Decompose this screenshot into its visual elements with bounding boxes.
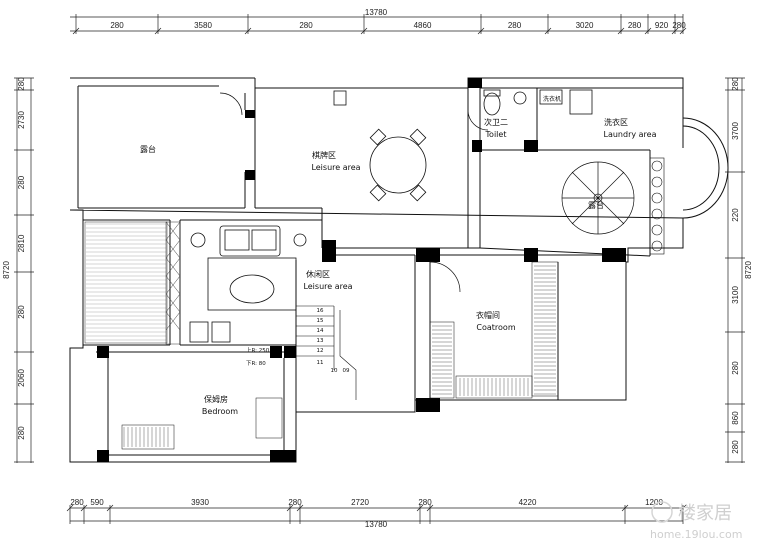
dim-right-segment: 220 (731, 208, 740, 222)
stair-down-note: 下R: 80 (246, 360, 266, 367)
label-bedroom-zh: 保姆房 (204, 394, 228, 404)
dim-top-segment: 280 (672, 21, 686, 30)
dim-right-total: 8720 (744, 261, 753, 279)
columns (97, 78, 626, 462)
dim-bottom-segment: 2720 (351, 498, 369, 507)
dim-left-segment: 280 (17, 77, 26, 91)
stair-step-number: 09 (343, 368, 350, 374)
dim-top-segment: 3580 (194, 21, 212, 30)
dimension-labels: 13780 13780 8720 8720 (2, 8, 753, 529)
dim-bottom-segment: 1200 (645, 498, 663, 507)
chess-table (333, 90, 427, 202)
label-leisure-en: Leisure area (303, 282, 352, 291)
dim-bottom-segments: 280 590 3930 280 2720 280 4220 1200 (70, 498, 663, 507)
room-labels: 露台 棋牌区 Leisure area 次卫二 Toilet 洗衣机 洗衣区 L… (140, 95, 657, 416)
dim-right-segment: 280 (731, 361, 740, 375)
dim-right-segment: 280 (731, 440, 740, 454)
dim-bottom-segment: 3930 (191, 498, 209, 507)
dim-top-total: 13780 (365, 8, 388, 17)
dim-bottom-segment: 280 (288, 498, 302, 507)
stair-step-number: 16 (317, 308, 324, 314)
dim-top-segment: 280 (110, 21, 124, 30)
stair-step-number: 11 (317, 360, 324, 366)
watermark-brand: 楼家居 (678, 503, 732, 524)
label-toilet-zh: 次卫二 (484, 117, 508, 127)
dim-right-segments: 280 3700 220 3100 280 860 280 (731, 77, 740, 454)
label-bedroom-en: Bedroom (202, 407, 238, 416)
label-terrace-right: 露台 (588, 200, 604, 210)
dim-left-segment: 2810 (17, 234, 26, 252)
dim-right-segment: 3700 (731, 122, 740, 140)
label-coatroom-zh: 衣帽间 (476, 310, 500, 320)
label-leisure-zh: 休闲区 (306, 269, 330, 279)
label-laundry-en: Laundry area (604, 130, 657, 139)
toilet-fixtures (483, 89, 593, 116)
label-washer: 洗衣机 (543, 95, 561, 103)
dim-bottom-segment: 280 (70, 498, 84, 507)
dim-left-total: 8720 (2, 261, 11, 279)
watermark: 楼家居 home.19lou.com (650, 501, 742, 541)
stair-step-number: 15 (317, 318, 324, 324)
planters (649, 157, 665, 255)
plan-outline (69, 77, 729, 463)
dim-left-segment: 280 (17, 175, 26, 189)
dim-bottom-segment: 590 (90, 498, 104, 507)
dim-left-segment: 280 (17, 426, 26, 440)
coatroom-shelves (121, 261, 559, 450)
hatch-areas (84, 221, 181, 345)
dim-top-segment: 4860 (414, 21, 432, 30)
dim-top-segment: 920 (655, 21, 669, 30)
stair-step-number: 10 (331, 368, 338, 374)
label-laundry-zh: 洗衣区 (604, 117, 628, 127)
dim-right-segment: 280 (731, 77, 740, 91)
doors (219, 92, 489, 300)
stair-step-number: 14 (317, 328, 324, 334)
staircase (296, 305, 357, 400)
leisure-furniture (189, 225, 307, 343)
dim-bottom-segment: 4220 (519, 498, 537, 507)
dim-top-segment: 280 (299, 21, 313, 30)
stair-step-number: 12 (317, 348, 324, 354)
stair-step-numbers: 16 15 14 13 12 11 10 09 (317, 308, 350, 374)
dim-left-segment: 280 (17, 305, 26, 319)
label-coatroom-en: Coatroom (476, 323, 515, 332)
label-toilet-en: Toilet (485, 130, 507, 139)
dim-top-segment: 3020 (576, 21, 594, 30)
watermark-logo-icon (651, 501, 673, 523)
label-chess-zh: 棋牌区 (312, 150, 336, 160)
dim-bottom-segment: 280 (418, 498, 432, 507)
dim-top-segment: 280 (508, 21, 522, 30)
stair-up-note: 上R: 250 (246, 346, 270, 354)
dim-right-segment: 860 (731, 411, 740, 425)
dim-bottom-total: 13780 (365, 520, 388, 529)
umbrella-table (561, 161, 635, 235)
dim-left-segment: 2060 (17, 369, 26, 387)
dim-top-segment: 280 (628, 21, 642, 30)
dimension-lines (14, 14, 745, 524)
dim-right-segment: 3100 (731, 286, 740, 304)
dim-left-segment: 2730 (17, 111, 26, 129)
dim-left-segments: 280 2730 280 2810 280 2060 280 (17, 77, 26, 440)
stair-step-number: 13 (317, 338, 324, 344)
watermark-url: home.19lou.com (650, 528, 742, 541)
label-chess-en: Leisure area (311, 163, 360, 172)
label-terrace-left: 露台 (140, 144, 156, 154)
